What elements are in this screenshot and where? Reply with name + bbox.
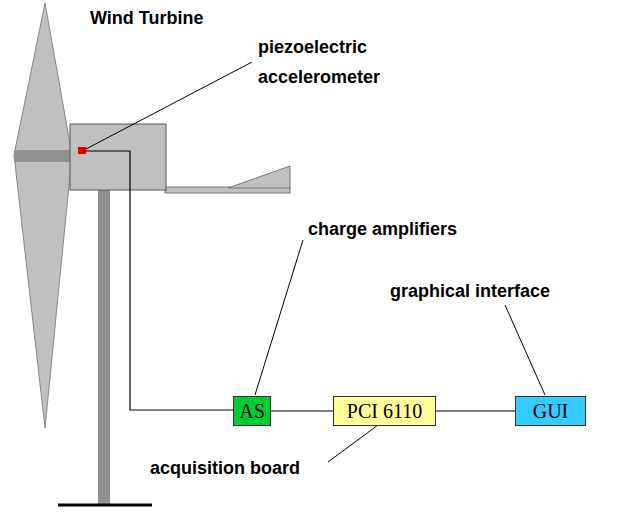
leader-line xyxy=(505,305,545,395)
interface-box: GUI xyxy=(515,396,586,426)
callout-label: charge amplifiers xyxy=(308,219,457,240)
box-text: AS xyxy=(239,400,265,423)
acquisition-box: PCI 6110 xyxy=(333,396,436,426)
callout-label: acquisition board xyxy=(150,458,300,479)
callout-label: graphical interface xyxy=(390,281,550,302)
leader-line xyxy=(328,425,378,462)
leader-line xyxy=(255,240,303,395)
rotor-shaft xyxy=(14,150,74,162)
sensor-label: piezoelectric accelerometer xyxy=(258,32,398,92)
ground-line xyxy=(58,504,152,507)
accelerometer-sensor xyxy=(78,147,86,154)
tail-fin xyxy=(228,166,290,188)
connector-line xyxy=(436,411,515,412)
connector-line xyxy=(271,411,333,412)
title-label: Wind Turbine xyxy=(90,8,203,29)
nacelle xyxy=(70,124,166,190)
sensor-cable xyxy=(86,151,233,410)
box-text: GUI xyxy=(533,400,569,423)
tower-pole xyxy=(98,188,110,504)
box-text: PCI 6110 xyxy=(347,400,422,423)
turbine-blade xyxy=(14,3,72,428)
leader-line xyxy=(86,62,252,149)
amplifier-box: AS xyxy=(233,396,271,426)
